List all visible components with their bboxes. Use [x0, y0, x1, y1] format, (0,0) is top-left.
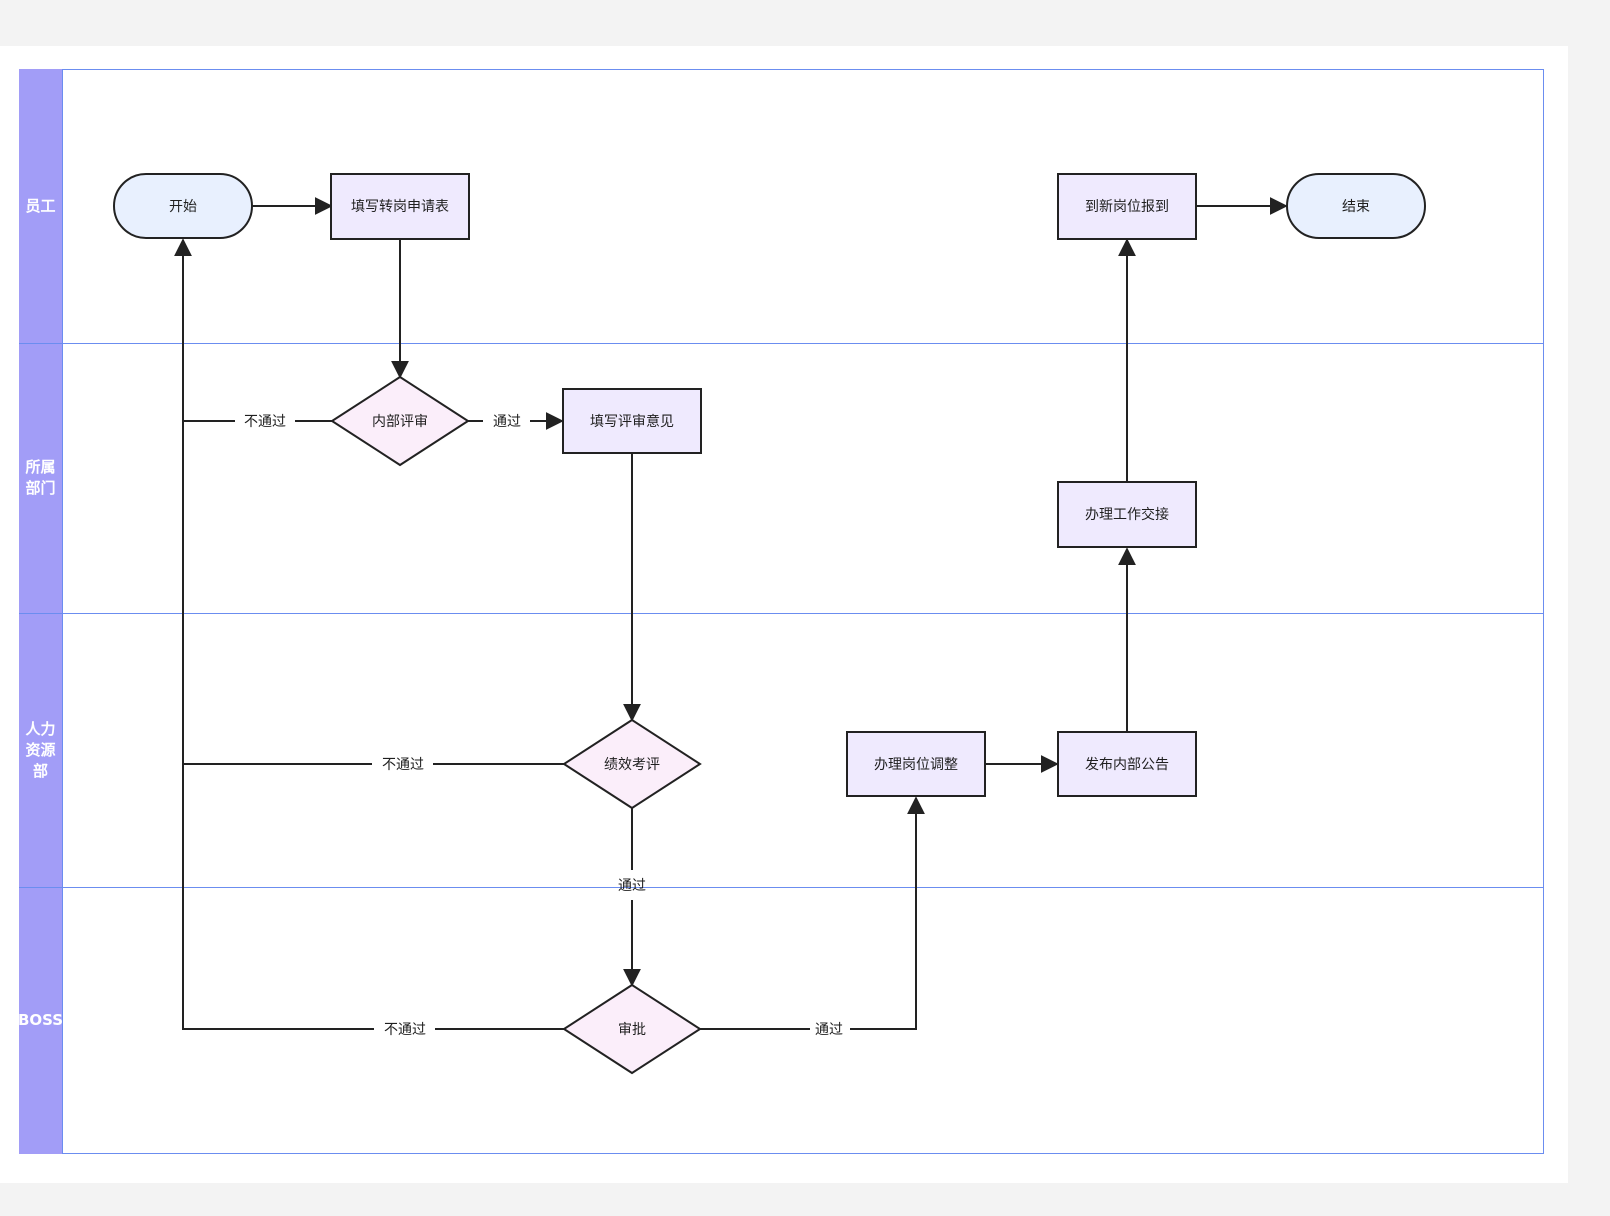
edge-label-review-reject: 不通过: [244, 414, 286, 430]
node-performance-label: 绩效考评: [604, 757, 660, 773]
lane-header-department: 所属 部门: [19, 343, 63, 613]
edge-label-performance-pass: 通过: [618, 878, 646, 894]
swimlane-frame: [19, 69, 1544, 1154]
node-performance: 绩效考评: [562, 718, 702, 810]
node-report: 到新岗位报到: [1057, 173, 1197, 240]
node-fill-form-label: 填写转岗申请表: [351, 199, 449, 215]
node-approve: 审批: [562, 983, 702, 1075]
node-review-opinion-label: 填写评审意见: [590, 413, 674, 430]
lane-header-hr: 人力 资源 部: [19, 613, 63, 887]
node-internal-review: 内部评审: [330, 375, 470, 467]
lane-header-employee: 员工: [19, 69, 63, 343]
node-announce-label: 发布内部公告: [1085, 757, 1169, 773]
lane-divider-2: [19, 613, 1544, 614]
node-start-label: 开始: [169, 199, 197, 215]
lane-header-boss: BOSS: [18, 887, 63, 1154]
edge-label-performance-reject: 不通过: [382, 757, 424, 773]
node-handover-label: 办理工作交接: [1085, 506, 1169, 523]
edge-label-review-pass: 通过: [493, 414, 521, 430]
node-start: 开始: [113, 173, 253, 239]
edge-label-approve-reject: 不通过: [384, 1022, 426, 1038]
node-approve-label: 审批: [618, 1022, 646, 1038]
node-internal-review-label: 内部评审: [372, 414, 428, 430]
node-review-opinion: 填写评审意见: [562, 388, 702, 454]
edge-approve-pass-b: [850, 796, 925, 1030]
node-end: 结束: [1286, 173, 1426, 239]
edge-approve-reject-b: [174, 238, 374, 1030]
node-report-label: 到新岗位报到: [1085, 199, 1169, 215]
edge-label-approve-pass: 通过: [815, 1022, 843, 1038]
node-handover: 办理工作交接: [1057, 481, 1197, 548]
node-fill-form: 填写转岗申请表: [330, 173, 470, 240]
lane-divider-3: [19, 887, 1544, 888]
node-announce: 发布内部公告: [1057, 731, 1197, 797]
node-adjust: 办理岗位调整: [846, 731, 986, 797]
lane-divider-1: [19, 343, 1544, 344]
node-end-label: 结束: [1342, 199, 1370, 215]
node-adjust-label: 办理岗位调整: [874, 757, 958, 773]
